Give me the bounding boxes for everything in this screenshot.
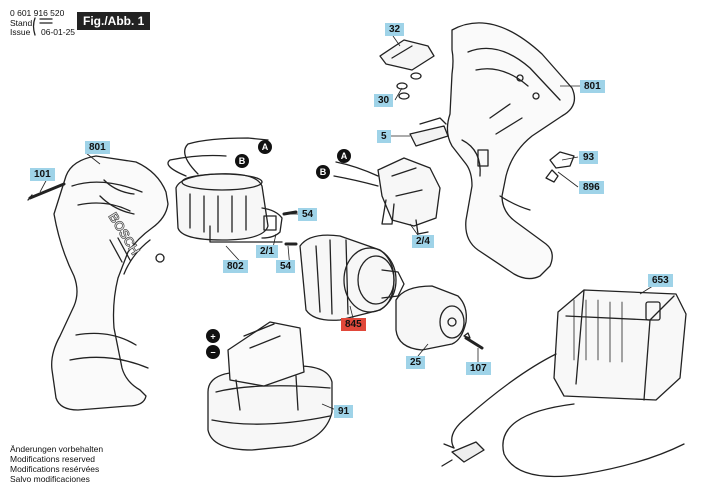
issue-label: Issue xyxy=(10,27,31,37)
callout-2-1: 2/1 xyxy=(256,245,278,258)
note-line: Salvo modificaciones xyxy=(10,474,90,484)
callout-107: 107 xyxy=(466,362,491,375)
connector-b-motor xyxy=(235,154,249,168)
callout-845: 845 xyxy=(341,318,366,331)
callout-653: 653 xyxy=(648,274,673,287)
issue-date: 06-01-25 xyxy=(41,27,76,37)
battery-plus-label: + xyxy=(210,332,215,342)
callout-54-upper: 54 xyxy=(298,208,318,221)
note-line: Modifications reserved xyxy=(10,454,96,464)
connector-a-switch xyxy=(337,149,351,163)
stand-label: Stand xyxy=(10,18,33,28)
battery-plus-terminal xyxy=(206,329,220,343)
connector-a-motor xyxy=(258,140,272,154)
callout-30: 30 xyxy=(374,94,394,107)
connector-b-switch xyxy=(316,165,330,179)
callout-93: 93 xyxy=(579,151,599,164)
callout-2-4: 2/4 xyxy=(412,235,434,248)
gearbox-845 xyxy=(299,234,405,321)
note-line: Modifications resérvées xyxy=(10,464,100,474)
figure-label: Fig./Abb. 1 xyxy=(77,12,151,30)
callout-25: 25 xyxy=(406,356,426,369)
chuck-25 xyxy=(395,285,467,351)
callout-101: 101 xyxy=(30,168,55,181)
callout-802: 802 xyxy=(223,260,248,273)
switch-2-4 xyxy=(333,157,441,235)
connector-b-label-1: B xyxy=(239,156,246,166)
callout-896: 896 xyxy=(579,181,604,194)
modification-notes: Änderungen vorbehalten Modifications res… xyxy=(10,444,103,484)
doc-number: 0 601 916 520 xyxy=(10,8,65,18)
battery-minus-label: − xyxy=(210,348,215,358)
charger-653 xyxy=(451,289,687,478)
connector-a-label-2: A xyxy=(341,151,348,161)
connector-b-label-2: B xyxy=(320,167,327,177)
callout-32: 32 xyxy=(385,23,405,36)
battery-91 xyxy=(207,321,333,451)
motor-802 xyxy=(167,137,283,241)
battery-minus-terminal xyxy=(206,345,220,359)
note-line: Änderungen vorbehalten xyxy=(10,444,104,454)
callout-801-left: 801 xyxy=(85,141,110,154)
housing-left-801 xyxy=(51,155,169,411)
callout-5: 5 xyxy=(377,130,391,143)
housing-right-801 xyxy=(446,22,576,280)
callout-801-right: 801 xyxy=(580,80,605,93)
callout-54-lower: 54 xyxy=(276,260,296,273)
connector-a-label-1: A xyxy=(262,142,269,152)
callout-91: 91 xyxy=(334,405,354,418)
